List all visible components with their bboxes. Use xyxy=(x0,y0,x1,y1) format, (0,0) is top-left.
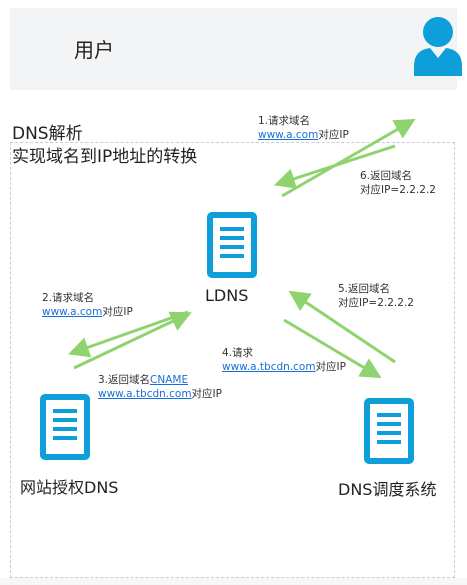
authoritative-dns-server-icon xyxy=(40,394,90,460)
step6-note: 6.返回域名 对应IP=2.2.2.2 xyxy=(360,170,436,196)
dns-resolution-region xyxy=(10,142,455,578)
arrow-step6 xyxy=(274,144,396,189)
step5-note: 5.返回域名 对应IP=2.2.2.2 xyxy=(338,283,414,309)
step3-note: 3.返回域名CNAME www.a.tbcdn.com对应IP xyxy=(98,374,222,400)
dns-scheduler-label: DNS调度系统 xyxy=(338,480,437,499)
dns-scheduler-server-icon xyxy=(364,398,414,464)
arrow-step4 xyxy=(283,318,382,379)
arrow-step1 xyxy=(281,118,416,198)
user-band xyxy=(10,8,457,90)
ldns-label: LDNS xyxy=(205,286,249,305)
footer-strip xyxy=(0,578,467,585)
diagram-subtitle: 实现域名到IP地址的转换 xyxy=(12,147,198,167)
user-avatar-icon xyxy=(414,17,462,76)
ldns-server-icon xyxy=(207,212,257,278)
step1-note: 1.请求域名 www.a.com对应IP xyxy=(258,115,349,141)
step4-note: 4.请求 www.a.tbcdn.com对应IP xyxy=(222,347,346,373)
arrow-step5 xyxy=(288,290,396,364)
authoritative-dns-label: 网站授权DNS xyxy=(20,478,119,497)
user-label: 用户 xyxy=(74,38,114,62)
step2-note: 2.请求域名 www.a.com对应IP xyxy=(42,292,133,318)
arrow-step3 xyxy=(73,311,192,370)
diagram-title: DNS解析 xyxy=(12,124,83,144)
